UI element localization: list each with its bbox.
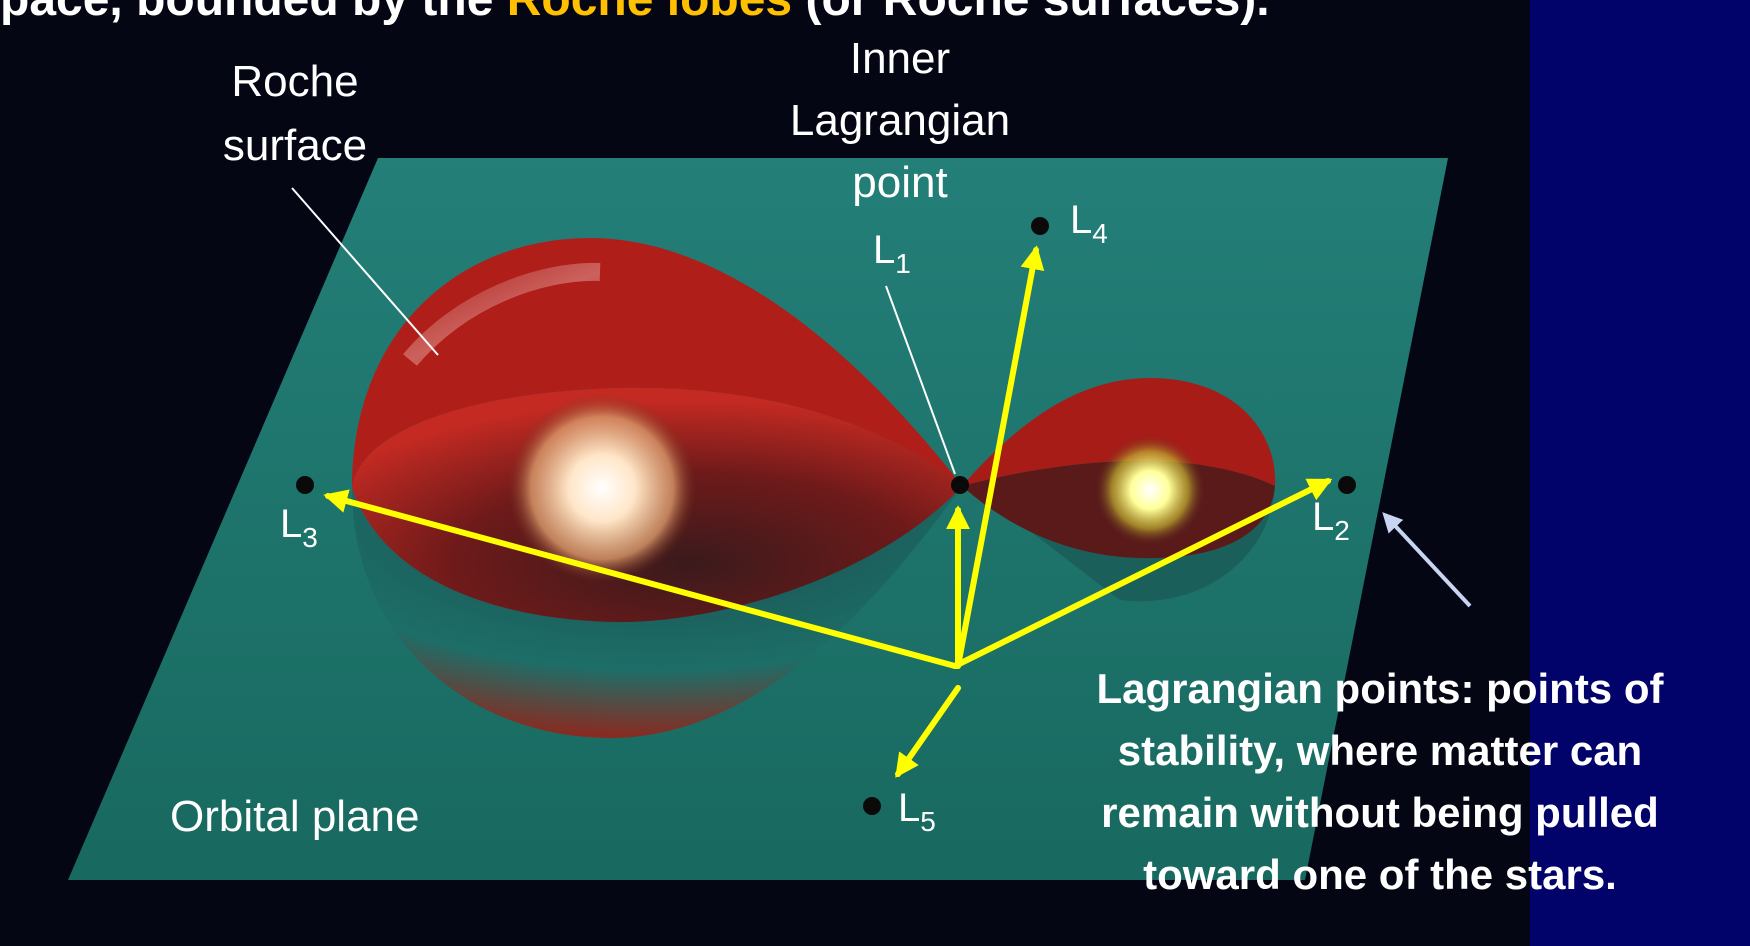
l1-index: 1 bbox=[895, 248, 911, 279]
inner-lagrangian-label-line-1: Inner bbox=[740, 28, 1060, 90]
inner-lagrangian-label-line-2: Lagrangian bbox=[740, 90, 1060, 152]
caption-pointer-arrow bbox=[1385, 515, 1470, 606]
header-highlight: Roche lobes bbox=[507, 0, 792, 26]
l1-point-dot bbox=[951, 476, 969, 494]
inner-lagrangian-label: Inner Lagrangian point bbox=[740, 28, 1060, 214]
inner-lagrangian-label-line-3: point bbox=[740, 152, 1060, 214]
l2-label: L2 bbox=[1312, 495, 1350, 547]
header-text-after: (or Roche surfaces). bbox=[792, 0, 1269, 26]
orbital-plane-label: Orbital plane bbox=[170, 792, 419, 842]
l1-letter: L bbox=[873, 228, 895, 272]
roche-surface-label: Roche surface bbox=[190, 50, 400, 178]
l4-label: L4 bbox=[1070, 198, 1108, 250]
roche-surface-label-line-2: surface bbox=[190, 114, 400, 178]
l4-point-dot bbox=[1031, 217, 1049, 235]
l5-label: L5 bbox=[898, 786, 936, 838]
l2-index: 2 bbox=[1334, 515, 1350, 546]
secondary-star bbox=[1095, 435, 1205, 545]
l3-letter: L bbox=[280, 502, 302, 546]
caption-line-4: toward one of the stars. bbox=[1000, 844, 1750, 906]
l3-label: L3 bbox=[280, 502, 318, 554]
l2-point-dot bbox=[1338, 476, 1356, 494]
caption-line-2: stability, where matter can bbox=[1000, 720, 1750, 782]
l2-letter: L bbox=[1312, 495, 1334, 539]
caption-line-1: Lagrangian points: points of bbox=[1000, 658, 1750, 720]
caption-line-3: remain without being pulled bbox=[1000, 782, 1750, 844]
l3-point-dot bbox=[296, 476, 314, 494]
l4-letter: L bbox=[1070, 198, 1092, 242]
roche-surface-label-line-1: Roche bbox=[190, 50, 400, 114]
lagrangian-points-caption: Lagrangian points: points of stability, … bbox=[1000, 658, 1750, 906]
slide-header: pace, bounded by the Roche lobes (or Roc… bbox=[0, 0, 1750, 27]
l1-label: L1 bbox=[873, 228, 911, 280]
l3-index: 3 bbox=[302, 522, 318, 553]
l5-letter: L bbox=[898, 786, 920, 830]
l4-index: 4 bbox=[1092, 218, 1108, 249]
l5-point-dot bbox=[863, 797, 881, 815]
header-text-before: pace, bounded by the bbox=[0, 0, 507, 26]
l5-index: 5 bbox=[920, 806, 936, 837]
